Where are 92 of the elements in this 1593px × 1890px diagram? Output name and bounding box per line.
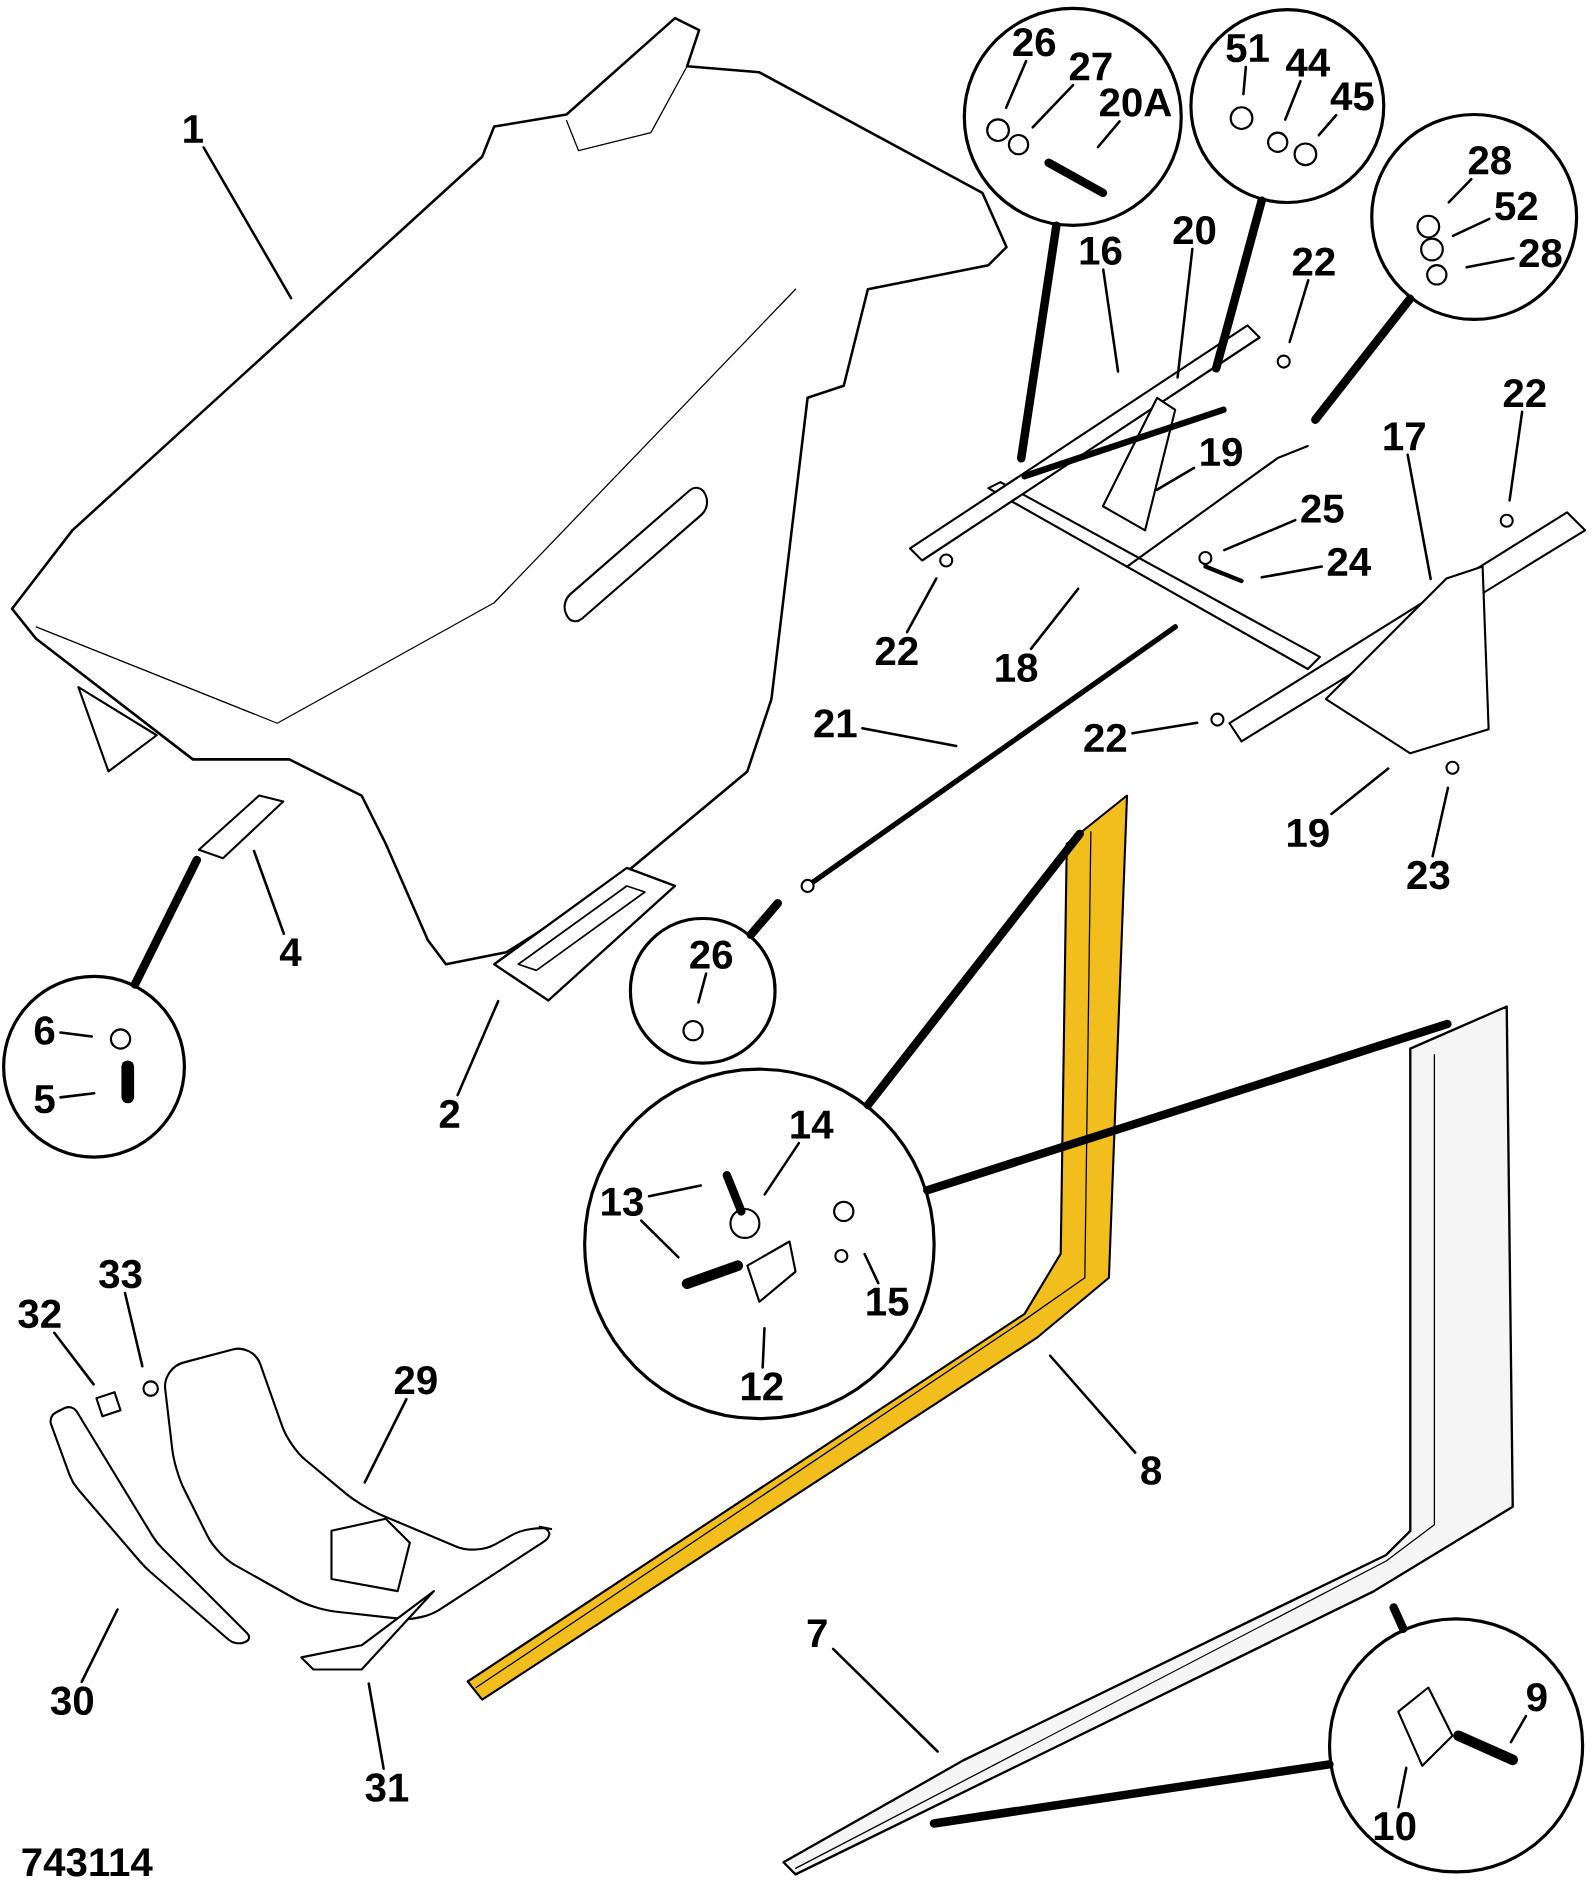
callout-number: 9 — [1526, 1682, 1547, 1712]
leader-line — [905, 577, 938, 634]
leader-line — [456, 999, 500, 1097]
callout-number: 45 — [1330, 82, 1374, 111]
callout-number: 8 — [1140, 1456, 1161, 1485]
callout-number: 52 — [1495, 191, 1537, 221]
leader-line — [1431, 786, 1449, 858]
detail-circle — [1189, 8, 1386, 205]
callout-number: 20A — [1099, 88, 1172, 117]
leader-line — [863, 1252, 880, 1285]
detail-circle — [1327, 1617, 1584, 1874]
detail-circle — [628, 916, 777, 1065]
leader-line — [1101, 268, 1120, 373]
leader-line — [1241, 65, 1247, 96]
leader-line — [1509, 1714, 1527, 1744]
callout-number: 28 — [1519, 238, 1562, 268]
detail-circle — [1, 974, 186, 1159]
leader-line — [1396, 1766, 1408, 1809]
leader-line — [80, 1608, 119, 1684]
callout-number: 12 — [741, 1372, 783, 1401]
leader-line — [1130, 721, 1199, 735]
leader-line — [58, 1031, 93, 1038]
leader-line — [647, 1184, 702, 1198]
leader-line — [1317, 113, 1338, 137]
drawing-number: 743114 — [22, 1848, 153, 1877]
leader-line — [52, 1331, 95, 1386]
leader-line — [1176, 247, 1194, 379]
leader-line — [831, 1647, 939, 1753]
leader-line — [1283, 79, 1302, 121]
callout-number: 13 — [601, 1187, 643, 1217]
callout-number: 22 — [1084, 723, 1126, 752]
callout-number: 17 — [1384, 422, 1425, 451]
callout-number: 6 — [34, 1016, 55, 1045]
leader-line — [1406, 453, 1432, 581]
callout-number: 4 — [279, 938, 302, 967]
callout-number: 23 — [1407, 860, 1450, 890]
detail-circle — [582, 1067, 936, 1421]
leader-line — [1096, 120, 1121, 149]
leader-line — [639, 1219, 680, 1259]
callout-number: 44 — [1285, 48, 1330, 77]
callout-number: 22 — [875, 636, 918, 665]
callout-number: 26 — [1013, 27, 1055, 57]
leader-line — [202, 146, 293, 300]
callout-number: 2 — [439, 1099, 459, 1128]
callout-number: 31 — [365, 1773, 408, 1802]
leader-line — [1004, 59, 1028, 109]
leader-line — [367, 1682, 385, 1770]
leader-line — [123, 1291, 144, 1368]
leader-line — [1288, 279, 1310, 344]
callout-number: 1 — [183, 115, 203, 143]
callout-number: 20 — [1173, 216, 1215, 245]
callout-number: 32 — [18, 1299, 61, 1329]
callout-number: 16 — [1080, 236, 1122, 265]
leader-line — [1031, 83, 1075, 129]
leader-line — [860, 727, 958, 748]
callout-number: 33 — [98, 1259, 142, 1289]
callout-number: 10 — [1374, 1811, 1416, 1841]
leader-line — [1029, 587, 1080, 651]
leader-line — [1447, 177, 1473, 204]
callout-number: 19 — [1200, 437, 1242, 467]
leader-line — [1222, 518, 1297, 552]
callout-number: 19 — [1287, 818, 1329, 848]
callout-number: 27 — [1069, 52, 1112, 81]
leader-line — [763, 1141, 800, 1196]
leader-line — [696, 972, 708, 1004]
callout-number: 5 — [34, 1085, 55, 1114]
leader-line — [1451, 217, 1491, 238]
leader-line — [761, 1327, 766, 1369]
leader-line — [1465, 257, 1515, 269]
callout-number: 15 — [867, 1287, 909, 1316]
leader-line — [58, 1092, 96, 1099]
leader-line — [1508, 410, 1524, 502]
leader-line — [1329, 767, 1390, 816]
callout-number: 24 — [1327, 547, 1371, 576]
leader-line — [1155, 466, 1196, 492]
callout-number: 14 — [791, 1110, 834, 1139]
callout-number: 26 — [689, 940, 732, 969]
leader-line — [363, 1397, 408, 1484]
callout-number: 25 — [1301, 494, 1344, 523]
callout-number: 30 — [50, 1686, 93, 1716]
callout-number: 7 — [807, 1619, 827, 1648]
callout-number: 29 — [394, 1365, 437, 1395]
callout-number: 22 — [1503, 378, 1546, 407]
callout-number: 28 — [1468, 146, 1511, 175]
callout-number: 21 — [814, 709, 857, 738]
detail-circle — [1369, 112, 1578, 321]
leader-line — [1048, 1354, 1137, 1454]
leader-line — [1260, 565, 1323, 579]
callout-number: 18 — [996, 653, 1037, 683]
callout-number: 22 — [1292, 247, 1335, 276]
leader-line — [252, 849, 285, 935]
callout-number: 51 — [1226, 34, 1269, 63]
